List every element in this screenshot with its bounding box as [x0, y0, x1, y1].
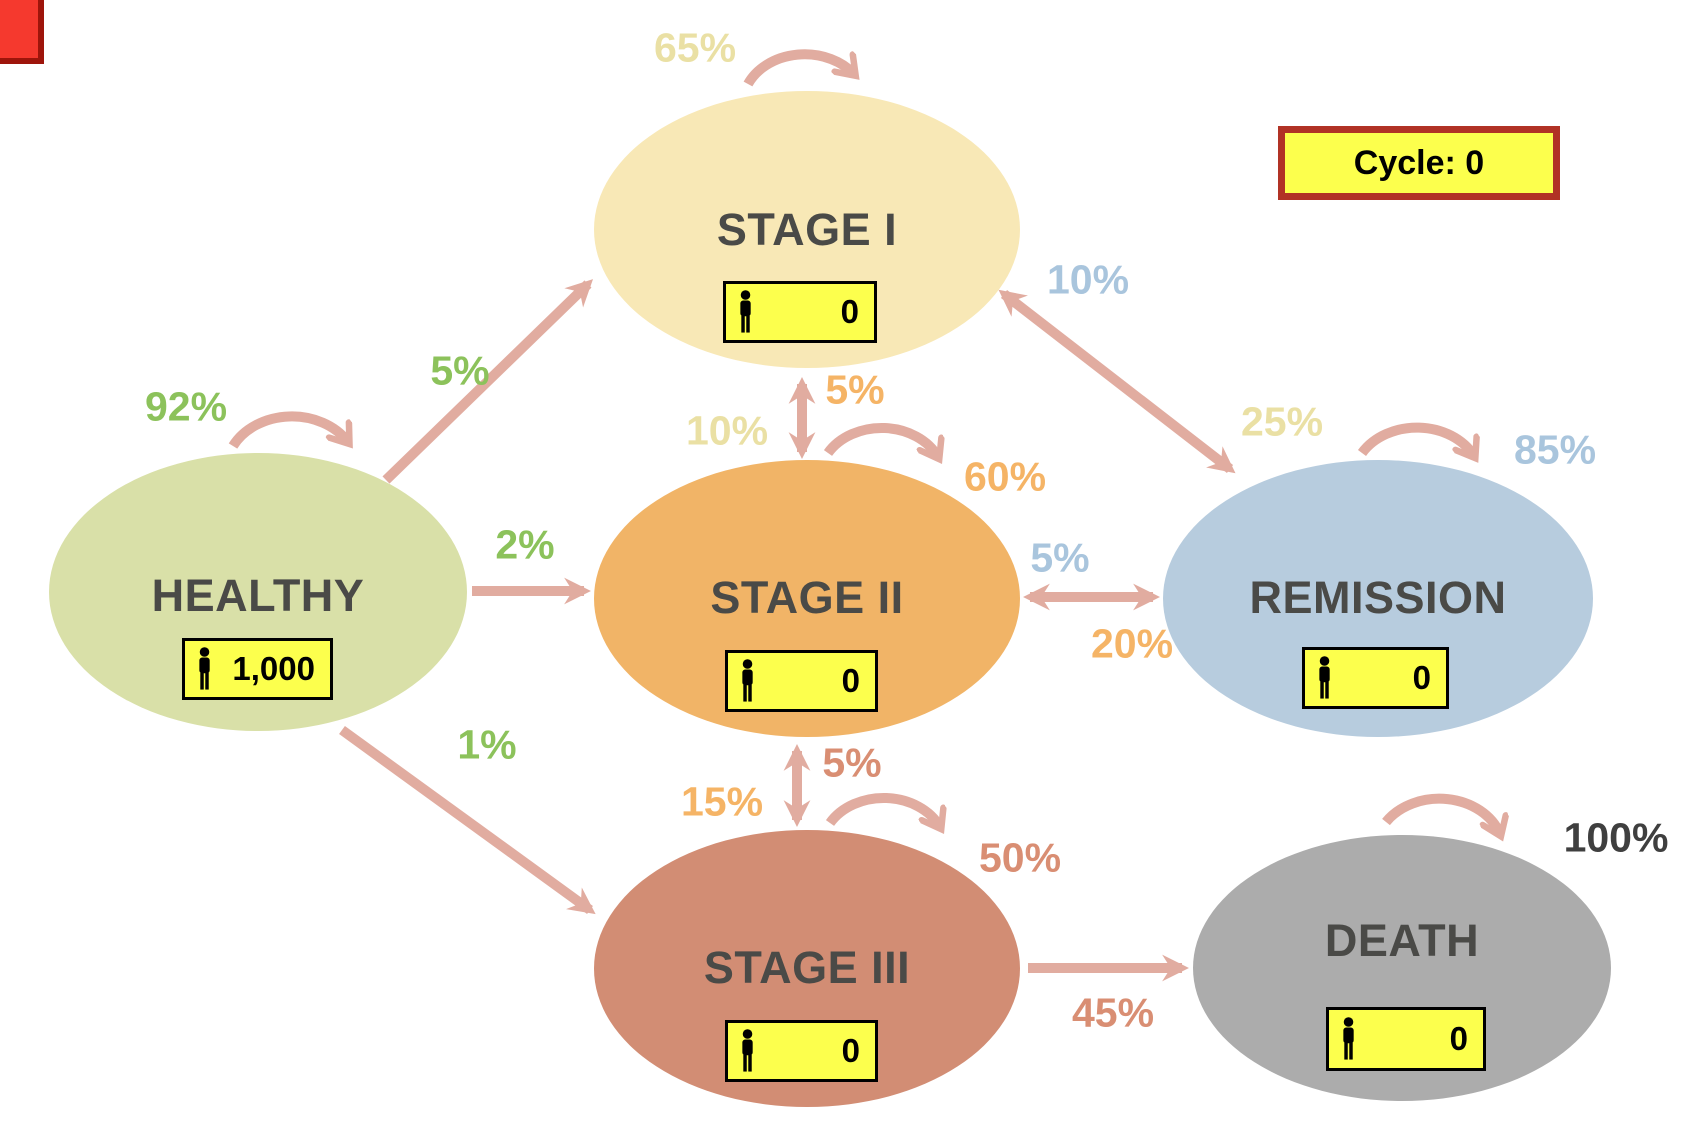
self-loop-label-stage1: 65% [653, 24, 737, 71]
state-label-stage2: STAGE II [710, 572, 904, 623]
state-label-stage3: STAGE III [703, 942, 911, 993]
self-loop-label-remission: 85% [1513, 426, 1597, 473]
arrow-healthy-to-stage1 [382, 279, 594, 484]
transition-label-stage1-remission: 25% [1240, 398, 1324, 445]
self-loop-label-stage3: 50% [978, 834, 1062, 881]
state-label-stage1: STAGE I [716, 204, 898, 255]
count-value-stage2: 0 [841, 662, 860, 699]
self-loop-arrow-remission [1357, 422, 1474, 456]
person-icon [737, 659, 758, 703]
count-value-stage3: 0 [841, 1032, 860, 1069]
self-loop-arrow-healthy [228, 411, 348, 449]
self-loop-label-stage2: 60% [963, 453, 1047, 500]
count-box-stage1: 0 [723, 281, 877, 343]
self-loop-arrow-death [1382, 793, 1500, 834]
self-loop-label-healthy: 92% [144, 383, 228, 430]
count-box-remission: 0 [1302, 647, 1449, 709]
count-value-remission: 0 [1412, 659, 1431, 696]
arrow-healthy-to-stage3 [339, 725, 596, 915]
person-icon [737, 1029, 758, 1073]
count-value-healthy: 1,000 [232, 650, 315, 687]
self-loop-arrow-stage3 [825, 792, 940, 827]
transition-label-stage3-stage2: 5% [822, 739, 882, 786]
transition-label-remission-stage2: 5% [1030, 534, 1090, 581]
count-box-stage2: 0 [725, 650, 878, 712]
cycle-counter-button[interactable]: Cycle: 0 [1278, 126, 1560, 200]
transition-label-stage1-stage2: 10% [685, 407, 769, 454]
transition-label-healthy-stage2: 2% [495, 521, 555, 568]
state-label-death: DEATH [1324, 915, 1480, 966]
person-icon [1314, 656, 1335, 700]
self-loop-arrow-stage1 [743, 49, 854, 87]
count-box-healthy: 1,000 [182, 638, 333, 700]
transition-label-stage2-remission: 20% [1090, 620, 1174, 667]
person-icon [735, 290, 756, 334]
arrow-stage1-remission-bidirectional [998, 289, 1236, 474]
self-loop-label-death: 100% [1563, 814, 1669, 861]
transition-label-remission-stage1: 10% [1046, 256, 1130, 303]
count-box-stage3: 0 [725, 1020, 878, 1082]
state-label-healthy: HEALTHY [151, 570, 365, 621]
corner-red-button[interactable] [0, 0, 44, 64]
person-icon [1338, 1017, 1359, 1061]
state-label-remission: REMISSION [1249, 572, 1507, 623]
person-icon [194, 647, 215, 691]
transition-label-stage3-death: 45% [1071, 989, 1155, 1036]
count-value-stage1: 0 [840, 293, 859, 330]
count-value-death: 0 [1449, 1020, 1468, 1057]
count-box-death: 0 [1326, 1007, 1486, 1071]
self-loop-arrow-stage2 [823, 422, 938, 457]
transition-label-healthy-stage3: 1% [457, 721, 517, 768]
transition-label-healthy-stage1: 5% [430, 347, 490, 394]
transition-label-stage2-stage3: 15% [680, 778, 764, 825]
transition-label-stage2-stage1: 5% [825, 366, 885, 413]
